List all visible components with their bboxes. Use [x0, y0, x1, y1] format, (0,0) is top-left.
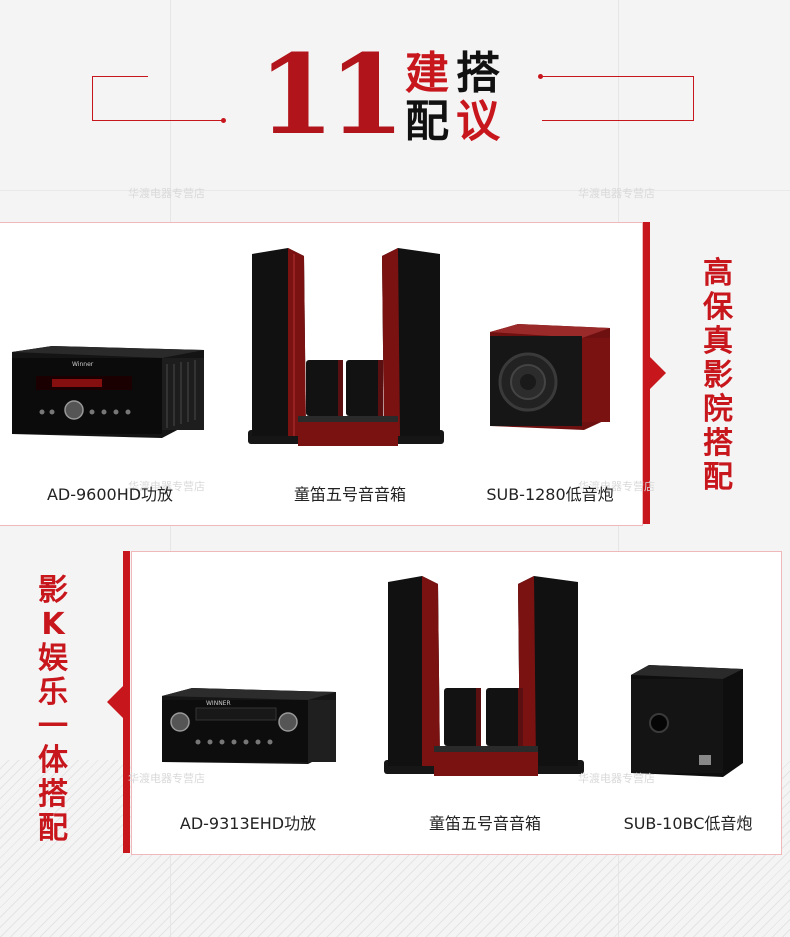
speaker-set-image — [244, 246, 454, 450]
svg-text:Winner: Winner — [72, 361, 94, 368]
header-left-dot — [221, 118, 226, 123]
watermark: 华渡电器专营店 — [128, 480, 205, 493]
header-left-bracket-top — [92, 76, 148, 77]
header-right-dot — [538, 74, 543, 79]
section1-arrow — [650, 357, 666, 389]
header-right-bracket — [542, 76, 694, 121]
product-caption: AD-9600HD功放 — [46, 485, 174, 504]
header-right-bracket-top — [542, 76, 693, 77]
svg-text:WINNER: WINNER — [206, 700, 231, 707]
section2-label: 影 K 娱 乐 一 体 搭 配 — [38, 573, 68, 846]
product-caption: AD-9313EHD功放 — [179, 814, 317, 833]
amplifier-image: WINNER — [158, 688, 338, 768]
section1-red-bar — [643, 222, 650, 524]
section1-label: 高 保 真 影 院 搭 配 — [703, 256, 733, 495]
header-title-char: 配 — [405, 96, 449, 147]
header-title-char: 搭 — [456, 48, 500, 99]
section2-red-bar — [123, 551, 130, 853]
bg-guide-line — [0, 190, 790, 191]
product-caption: 童笛五号音音箱 — [428, 814, 541, 833]
watermark: 华渡电器专营店 — [578, 480, 655, 493]
subwoofer-image — [488, 322, 612, 432]
watermark: 华渡电器专营店 — [128, 187, 205, 200]
header-number: 11 — [258, 30, 405, 159]
header-title-char: 建 — [405, 48, 449, 99]
speaker-set-image — [382, 574, 588, 780]
product-caption: 童笛五号音音箱 — [293, 485, 406, 504]
watermark: 华渡电器专营店 — [578, 187, 655, 200]
amplifier-image: Winner — [12, 346, 204, 438]
header-title-char: 议 — [456, 96, 500, 147]
subwoofer-image — [627, 663, 747, 781]
product-caption: SUB-1280低音炮 — [486, 485, 614, 504]
section2-arrow — [107, 686, 123, 718]
product-caption: SUB-10BC低音炮 — [623, 814, 753, 833]
watermark: 华渡电器专营店 — [128, 772, 205, 785]
watermark: 华渡电器专营店 — [578, 772, 655, 785]
header-left-bracket — [92, 76, 223, 121]
